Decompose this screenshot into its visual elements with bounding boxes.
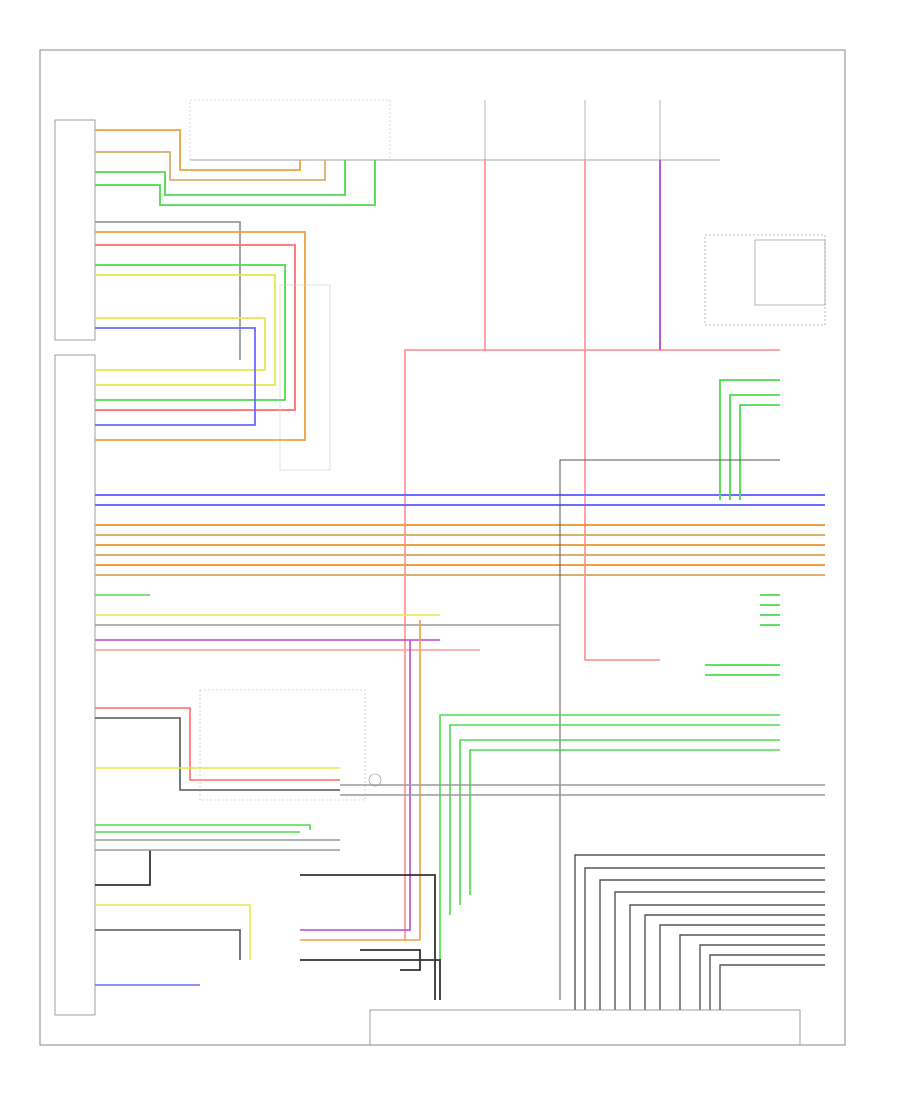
wires-loop-bundle (95, 221, 331, 471)
wires-horizontal-bus (95, 494, 825, 576)
wires-gray-bus (95, 784, 825, 851)
bottom-module (369, 1009, 801, 1046)
junction-box (189, 99, 720, 161)
wires-mid (95, 594, 560, 941)
fuse-boxes-top (484, 100, 661, 160)
wires-bottom-dark (95, 850, 441, 1000)
central-module (54, 119, 96, 1016)
wires-green-cascade (95, 714, 780, 960)
sensor-mid (368, 773, 382, 787)
wires-vertical-feeds (404, 160, 780, 940)
wires-right-staircase (574, 854, 825, 1010)
right-module (704, 234, 826, 326)
wires-right-side (559, 379, 780, 1000)
wires-top-left (95, 129, 376, 206)
wires-lower-left (95, 689, 366, 986)
